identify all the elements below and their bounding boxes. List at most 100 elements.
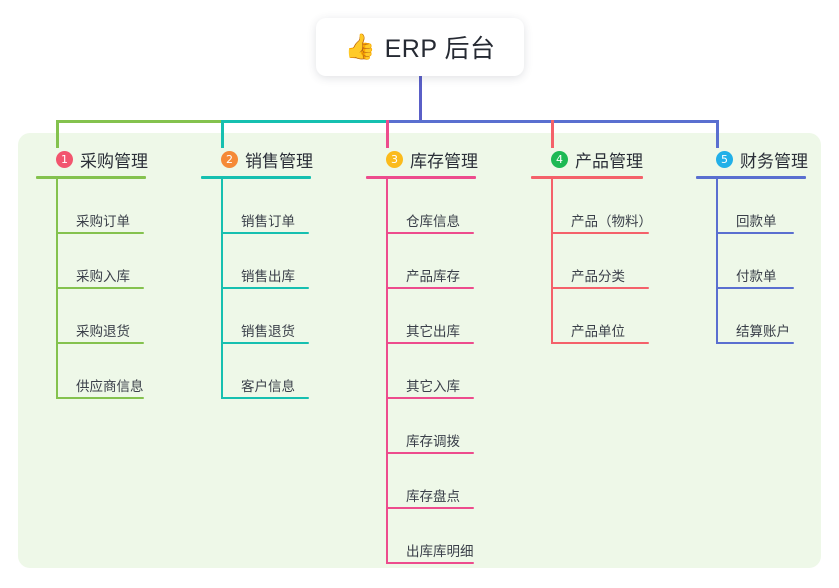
branch-item-label: 采购订单 [76, 214, 130, 229]
branch-item[interactable]: 其它出库 [386, 289, 478, 344]
branch-item-label: 供应商信息 [76, 379, 144, 394]
branch-item-list: 回款单付款单结算账户 [696, 179, 808, 344]
branch-column-库存管理: 3 库存管理仓库信息产品库存其它出库其它入库库存调拨库存盘点出库库明细 [366, 146, 478, 564]
branch-item[interactable]: 客户信息 [221, 344, 313, 399]
branch-item-underline [386, 562, 474, 564]
branch-item-label: 付款单 [736, 269, 777, 284]
branch-item[interactable]: 产品库存 [386, 234, 478, 289]
branch-item-underline [221, 397, 309, 399]
branch-number-badge: 2 [221, 150, 238, 168]
branch-item[interactable]: 销售退货 [221, 289, 313, 344]
branch-number-badge: 3 [386, 150, 403, 168]
branch-item-underline [56, 397, 144, 399]
branch-item-list: 采购订单采购入库采购退货供应商信息 [36, 179, 148, 399]
branch-item-label: 结算账户 [736, 324, 790, 339]
branch-number-badge: 1 [56, 150, 73, 168]
branch-item-list: 产品（物料） 产品分类产品单位 [531, 179, 652, 344]
branch-item-underline [716, 287, 794, 289]
branch-item[interactable]: 仓库信息 [386, 179, 478, 234]
branch-item-label: 库存盘点 [406, 489, 460, 504]
branch-item[interactable]: 其它入库 [386, 344, 478, 399]
branch-item-label: 出库库明细 [406, 544, 474, 559]
branch-item[interactable]: 库存调拨 [386, 399, 478, 454]
branch-item-list: 仓库信息产品库存其它出库其它入库库存调拨库存盘点出库库明细 [366, 179, 478, 564]
branch-item-underline [386, 452, 474, 454]
branch-item-underline [221, 342, 309, 344]
branch-item-underline [221, 232, 309, 234]
branch-spine [221, 179, 223, 399]
branch-item[interactable]: 回款单 [716, 179, 808, 234]
branch-item[interactable]: 出库库明细 [386, 509, 478, 564]
branch-header-销售管理[interactable]: 2 销售管理 [201, 146, 313, 172]
branch-item-underline [551, 287, 649, 289]
branch-item-label: 产品单位 [571, 324, 625, 339]
thumbs-up-icon: 👍 [344, 32, 376, 61]
branch-spine [56, 179, 58, 399]
branch-item-label: 销售退货 [241, 324, 295, 339]
branch-title: 采购管理 [80, 151, 148, 171]
branch-column-财务管理: 5 财务管理回款单付款单结算账户 [696, 146, 808, 344]
branch-item-label: 采购退货 [76, 324, 130, 339]
branch-item-underline [551, 232, 649, 234]
branch-header-库存管理[interactable]: 3 库存管理 [366, 146, 478, 172]
branch-item-underline [386, 342, 474, 344]
branch-item-label: 采购入库 [76, 269, 130, 284]
branch-item[interactable]: 产品分类 [551, 234, 652, 289]
branch-item[interactable]: 库存盘点 [386, 454, 478, 509]
branch-title: 库存管理 [410, 151, 478, 171]
branch-item-label: 库存调拨 [406, 434, 460, 449]
branch-item[interactable]: 采购退货 [56, 289, 148, 344]
branch-header-underline [696, 176, 806, 179]
branch-item-underline [386, 232, 474, 234]
branch-title: 财务管理 [740, 151, 808, 171]
branch-item[interactable]: 产品（物料） [551, 179, 652, 234]
branch-item[interactable]: 付款单 [716, 234, 808, 289]
branch-item-label: 产品（物料） [571, 214, 652, 229]
branch-spine [386, 179, 388, 564]
branch-item-underline [386, 507, 474, 509]
branch-spine [716, 179, 718, 344]
branch-spine [551, 179, 553, 344]
branch-item-label: 其它入库 [406, 379, 460, 394]
branch-title: 销售管理 [245, 151, 313, 171]
branch-title: 产品管理 [575, 151, 643, 171]
branch-item-label: 仓库信息 [406, 214, 460, 229]
bus-segment-2 [221, 120, 388, 123]
branch-drop-connector-销售管理 [221, 120, 224, 148]
branch-drop-connector-库存管理 [386, 120, 389, 148]
branch-header-underline [36, 176, 146, 179]
branch-item[interactable]: 采购入库 [56, 234, 148, 289]
branch-item-underline [716, 342, 794, 344]
branch-drop-connector-产品管理 [551, 120, 554, 148]
branch-header-采购管理[interactable]: 1 采购管理 [36, 146, 148, 172]
branch-item-label: 产品分类 [571, 269, 625, 284]
branch-column-销售管理: 2 销售管理销售订单销售出库销售退货客户信息 [201, 146, 313, 399]
branch-item[interactable]: 产品单位 [551, 289, 652, 344]
branch-header-underline [201, 176, 311, 179]
bus-segment-1 [56, 120, 223, 123]
root-node-erp-backend[interactable]: 👍 ERP 后台 [316, 18, 524, 76]
branch-item-list: 销售订单销售出库销售退货客户信息 [201, 179, 313, 399]
branch-item[interactable]: 结算账户 [716, 289, 808, 344]
branch-number-badge: 5 [716, 150, 733, 168]
branch-item-underline [56, 287, 144, 289]
branch-item[interactable]: 销售订单 [221, 179, 313, 234]
branch-item-label: 其它出库 [406, 324, 460, 339]
branches-background-panel [18, 133, 821, 568]
branch-drop-connector-采购管理 [56, 120, 59, 148]
root-node-title: ERP 后台 [384, 35, 496, 63]
branch-item-underline [56, 342, 144, 344]
branch-item-underline [386, 287, 474, 289]
root-trunk-connector [419, 76, 422, 123]
branch-item-label: 回款单 [736, 214, 777, 229]
branch-header-财务管理[interactable]: 5 财务管理 [696, 146, 808, 172]
branch-item[interactable]: 采购订单 [56, 179, 148, 234]
branch-item[interactable]: 供应商信息 [56, 344, 148, 399]
branch-column-采购管理: 1 采购管理采购订单采购入库采购退货供应商信息 [36, 146, 148, 399]
branch-item-label: 销售出库 [241, 269, 295, 284]
branch-header-underline [531, 176, 643, 179]
branch-item[interactable]: 销售出库 [221, 234, 313, 289]
